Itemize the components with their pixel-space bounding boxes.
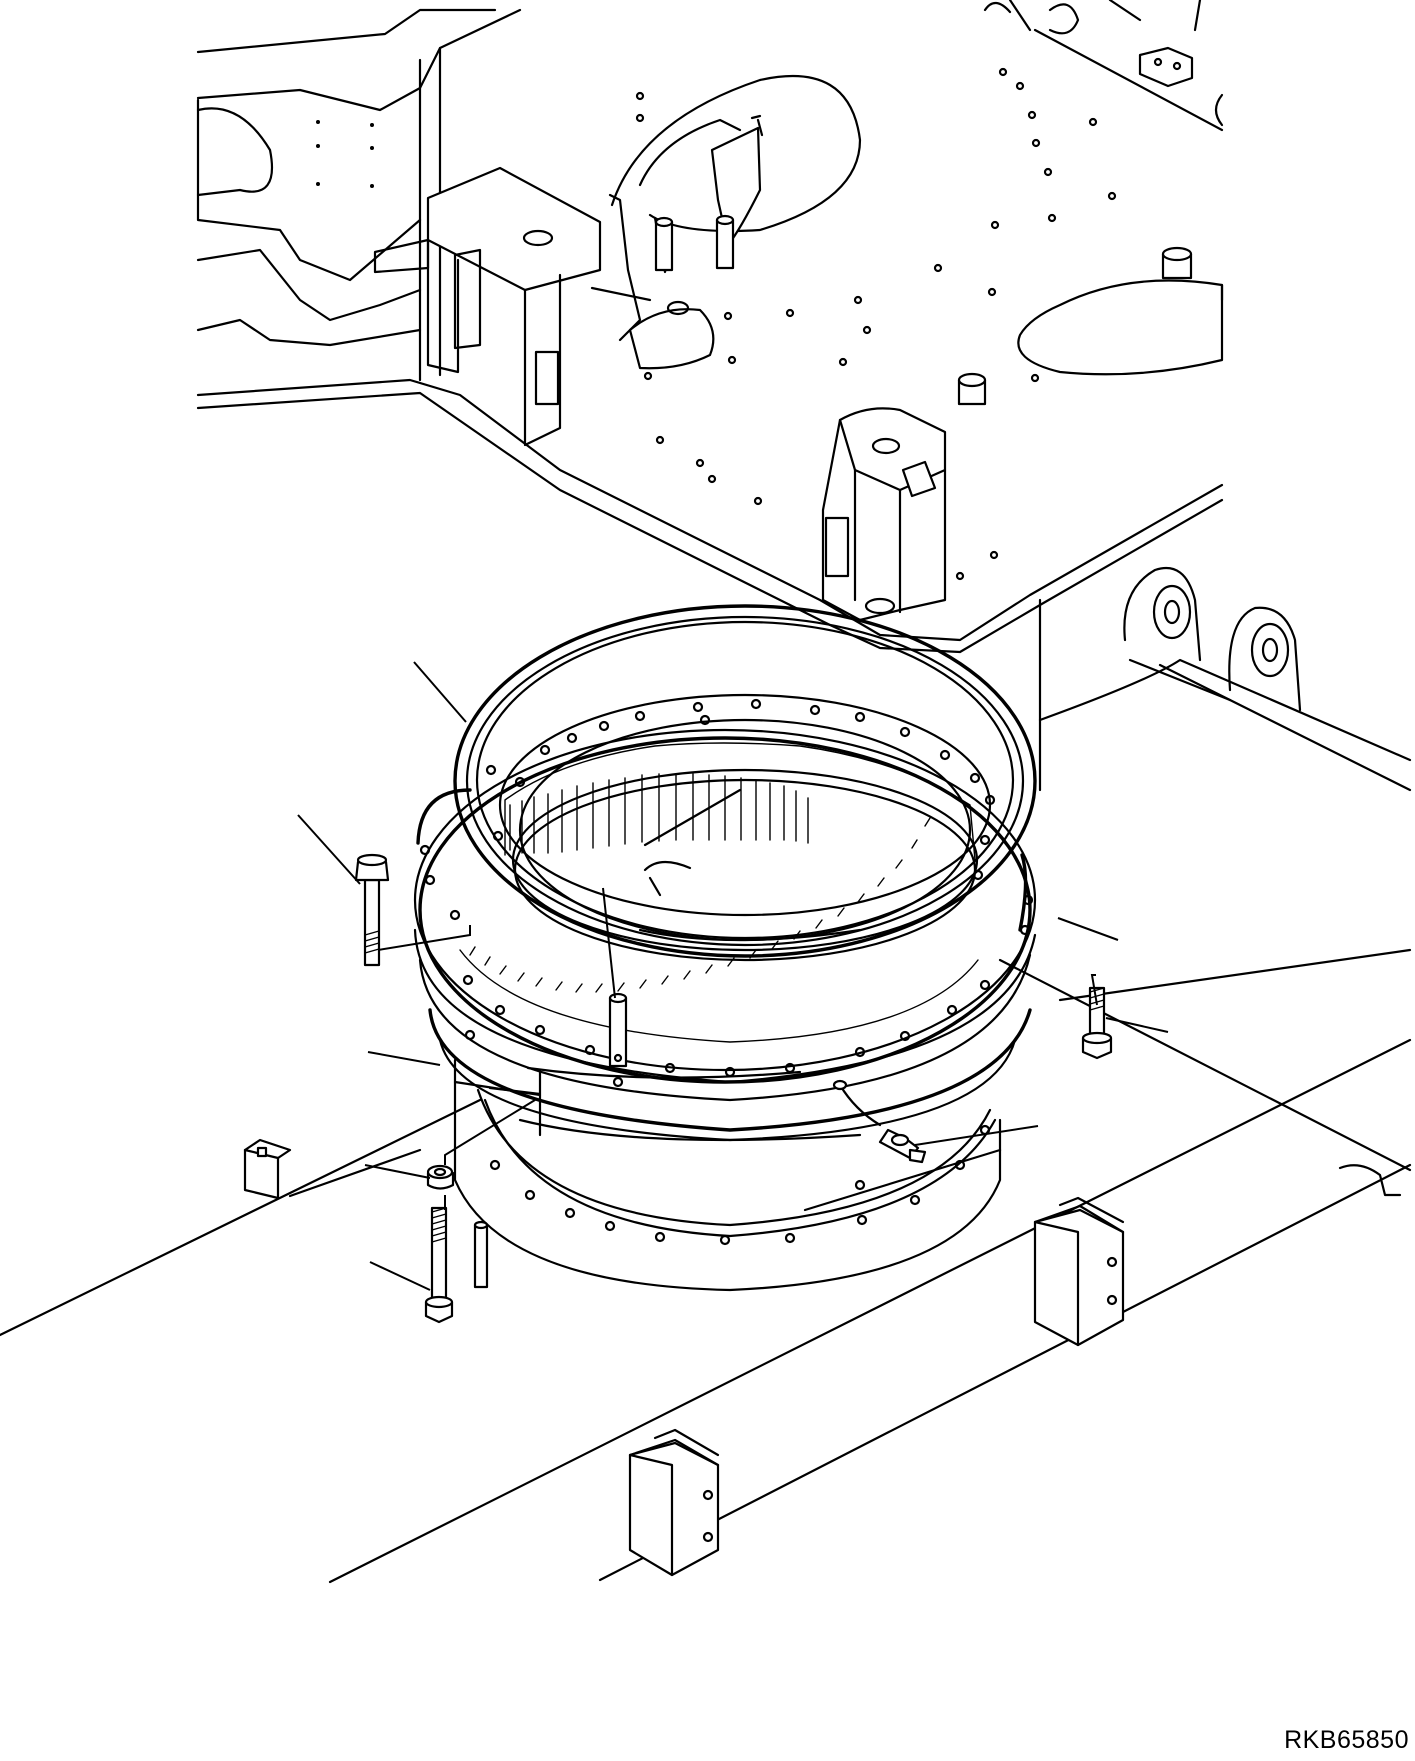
leader-lines [297, 661, 1169, 1291]
lower-base [428, 1008, 1032, 1292]
inner-race-bolt [1081, 986, 1113, 1060]
mount-bolt [424, 1206, 454, 1324]
track-frame [0, 566, 1412, 1584]
deck-holes [635, 67, 1117, 581]
swing-circle-holes [485, 698, 996, 881]
spare-pin [473, 1220, 489, 1289]
dowel-pin [608, 992, 628, 1088]
grease-fitting [832, 1079, 927, 1164]
inner-gear-teeth [509, 773, 809, 854]
outer-race-bolt [354, 853, 390, 967]
drawing-reference-code: RKB65850 [1284, 1726, 1409, 1754]
base-holes [489, 1124, 991, 1246]
revolving-frame [196, 0, 1224, 654]
frame-rivet-dots [316, 120, 374, 188]
outer-gear-teeth [469, 817, 931, 993]
washer [426, 1164, 455, 1190]
